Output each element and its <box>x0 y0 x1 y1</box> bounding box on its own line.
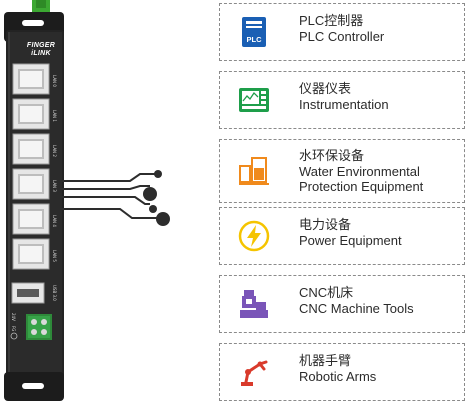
label-en: PLC Controller <box>299 28 385 44</box>
cable-lines <box>60 170 170 226</box>
brand-name-line2: iLINK <box>31 50 51 57</box>
label-cn: PLC控制器 <box>299 13 364 28</box>
application-card-plc: PLC PLC控制器 PLC Controller <box>219 3 465 61</box>
label-cn: 水环保设备 <box>299 148 365 163</box>
label-en-line1: Water Environmental <box>299 163 420 179</box>
plc-icon: PLC <box>242 17 266 47</box>
cable-end-4 <box>156 212 170 226</box>
label-en-line2: Protection Equipment <box>299 179 424 194</box>
application-card-water-protection: 水环保设备 Water Environmental Protection Equ… <box>219 139 465 203</box>
label-en: Robotic Arms <box>299 368 377 384</box>
network-switch-device: FINGER iLINK LAN 0 LAN 1 LAN 2 LAN 3 LAN… <box>0 0 80 401</box>
instrument-icon <box>239 88 269 112</box>
label-en: CNC Machine Tools <box>299 300 414 316</box>
label-cn: CNC机床 <box>299 285 354 300</box>
svg-text:PLC: PLC <box>247 35 263 44</box>
cable-end-1 <box>154 170 162 178</box>
label-cn: 电力设备 <box>299 217 352 232</box>
robotic-arm-icon <box>241 360 268 386</box>
cnc-machine-icon <box>240 290 268 318</box>
cable-end-3 <box>149 205 157 213</box>
lightning-icon <box>238 220 270 252</box>
label-en: Power Equipment <box>299 232 402 248</box>
application-card-instrumentation: 仪器仪表 Instrumentation <box>219 71 465 129</box>
brand-name-line1: FINGER <box>26 42 56 49</box>
application-card-robotic-arms: 机器手臂 Robotic Arms <box>219 343 465 401</box>
label-en: Instrumentation <box>299 96 389 112</box>
cable-end-2 <box>143 187 157 201</box>
device-body-graphic <box>4 0 64 401</box>
label-cn: 仪器仪表 <box>299 81 352 96</box>
water-treatment-icon <box>239 157 269 185</box>
application-card-power: 电力设备 Power Equipment <box>219 207 465 265</box>
label-cn: 机器手臂 <box>299 353 352 368</box>
application-card-cnc: CNC机床 CNC Machine Tools <box>219 275 465 333</box>
